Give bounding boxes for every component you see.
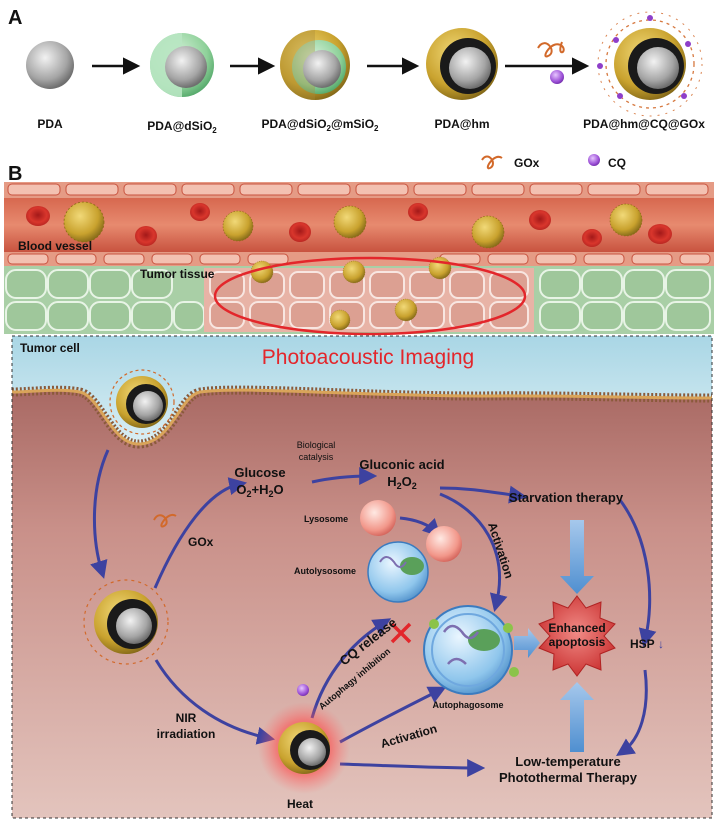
o2-h2o-label: O2+H2O — [236, 482, 283, 499]
glucose-label: Glucose — [234, 465, 285, 480]
nir-label: NIR — [176, 711, 197, 725]
pda-dsio2-msio2-particle — [280, 30, 350, 100]
legend: GOx CQ — [481, 154, 626, 170]
biological-catalysis-2: catalysis — [299, 452, 334, 462]
starvation-therapy-label: Starvation therapy — [509, 490, 624, 505]
label-pda-dsio2-msio2: PDA@dSiO2@mSiO2 — [262, 117, 380, 133]
autophagosome-label: Autophagosome — [433, 700, 504, 710]
heat-particle — [258, 702, 350, 794]
hsp-down-arrow: ↓ — [658, 637, 664, 651]
endocytosed-particle — [109, 369, 175, 435]
tumor-tissue-label: Tumor tissue — [140, 267, 215, 281]
autolysosome-label: Autolysosome — [294, 566, 356, 576]
lysosome — [360, 500, 396, 536]
enhanced-apoptosis-star — [538, 595, 616, 677]
panel-a-letter: A — [8, 7, 22, 29]
tissue — [4, 256, 714, 336]
h2o2-label: H2O2 — [387, 474, 417, 491]
pda-hm-particle — [426, 28, 498, 100]
autolysosome — [367, 541, 429, 603]
gox-icon — [537, 41, 565, 58]
photothermal-therapy-label: Photothermal Therapy — [499, 770, 638, 785]
apoptosis-label: apoptosis — [549, 635, 606, 649]
cq-icon — [550, 70, 564, 84]
tumor-cell-label: Tumor cell — [20, 341, 80, 355]
lysosome-2 — [426, 526, 462, 562]
label-pda: PDA — [37, 117, 63, 131]
autophagosome — [423, 605, 519, 695]
svg-text:CQ: CQ — [608, 156, 626, 170]
biological-catalysis-1: Biological — [297, 440, 336, 450]
pda-particle — [26, 41, 74, 89]
label-pda-hm: PDA@hm — [434, 117, 489, 131]
tumor-region-highlight — [213, 256, 527, 336]
label-pda-hm-cq-gox: PDA@hm@CQ@GOx — [583, 117, 705, 131]
gox-label: GOx — [188, 535, 214, 549]
lysosome-label: Lysosome — [304, 514, 348, 524]
gox-icon-2 — [153, 513, 177, 528]
enhanced-label: Enhanced — [548, 621, 605, 635]
cq-molecule — [297, 684, 309, 696]
panel-b-letter: B — [8, 163, 22, 185]
inhibition-cross — [390, 622, 412, 644]
convergence-arrows — [514, 520, 594, 752]
gluconic-acid-label: Gluconic acid — [359, 457, 444, 472]
heat-label: Heat — [287, 797, 313, 811]
label-pda-dsio2: PDA@dSiO2 — [147, 119, 217, 135]
pda-hm-cq-gox-particle — [597, 11, 703, 117]
cytoplasm-particle — [83, 579, 169, 665]
svg-text:GOx: GOx — [514, 156, 540, 170]
blood-vessel — [4, 182, 714, 266]
irradiation-label: irradiation — [157, 727, 216, 741]
pathway-arrows — [90, 449, 657, 777]
blood-vessel-label: Blood vessel — [18, 239, 92, 253]
photoacoustic-imaging-title: Photoacoustic Imaging — [262, 346, 474, 369]
low-temperature-label: Low-temperature — [515, 754, 620, 769]
hsp-label: HSP — [630, 637, 655, 651]
pda-dsio2-particle — [150, 33, 214, 97]
